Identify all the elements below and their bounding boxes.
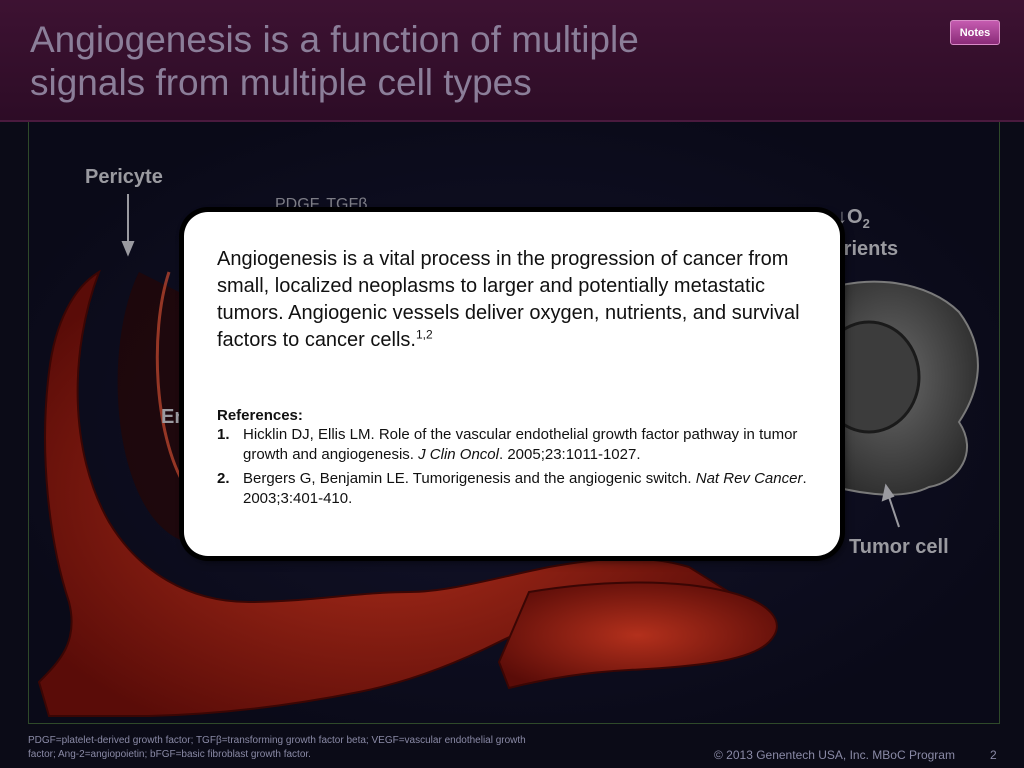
notes-citation: 1,2 (415, 327, 433, 342)
reference-details: . 2005;23:1011-1027. (498, 446, 641, 463)
slide-header: Angiogenesis is a function of multiple s… (0, 0, 1024, 122)
reference-text: Bergers G, Benjamin LE. Tumorigenesis an… (243, 469, 814, 509)
reference-details: . 2003;3:401-410. (243, 470, 807, 507)
blood-vessel-body (37, 269, 778, 717)
reference-item: 2. Bergers G, Benjamin LE. Tumorigenesis… (217, 469, 814, 509)
notes-body: Angiogenesis is a vital process in the p… (217, 248, 800, 351)
slide-title-line-2: signals from multiple cell types (30, 62, 532, 103)
reference-authors-title: Hicklin DJ, Ellis LM. Role of the vascul… (243, 426, 798, 463)
reference-number: 2. (217, 470, 230, 487)
oxygen-label: ↓O2 (837, 206, 870, 231)
nutrients-label: trients (837, 238, 899, 260)
reference-journal: J Clin Oncol (418, 446, 499, 463)
notes-popup: Angiogenesis is a vital process in the p… (184, 212, 840, 556)
tumor-cell-label: Tumor cell (849, 536, 949, 558)
slide-title-line-1: Angiogenesis is a function of multiple (30, 19, 639, 60)
endothelial-label: En (161, 406, 187, 428)
notes-button[interactable]: Notes (950, 20, 1000, 45)
oxygen-prefix: ↓O (837, 206, 863, 228)
pericyte-label: Pericyte (85, 166, 163, 188)
reference-text: Hicklin DJ, Ellis LM. Role of the vascul… (243, 425, 814, 465)
slide-title: Angiogenesis is a function of multiple s… (30, 18, 810, 104)
notes-body-text: Angiogenesis is a vital process in the p… (217, 246, 814, 354)
pointer-arrows (121, 194, 900, 528)
page-number: 2 (990, 748, 997, 762)
reference-item: 1. Hicklin DJ, Ellis LM. Role of the vas… (217, 425, 814, 465)
vessel-and-cells-art (37, 194, 979, 717)
references-heading: References: (217, 407, 303, 424)
abbreviations-footnote: PDGF=platelet-derived growth factor; TGF… (28, 735, 526, 760)
copyright-text: © 2013 Genentech USA, Inc. MBoC Program (714, 748, 955, 762)
reference-number: 1. (217, 426, 230, 443)
reference-journal: Nat Rev Cancer (695, 470, 803, 487)
growth-factors-label: PDGF, TGFβ (275, 196, 368, 213)
oxygen-subscript: 2 (862, 216, 870, 231)
tumor-cell-shape (817, 280, 979, 496)
reference-authors-title: Bergers G, Benjamin LE. Tumorigenesis an… (243, 470, 696, 487)
